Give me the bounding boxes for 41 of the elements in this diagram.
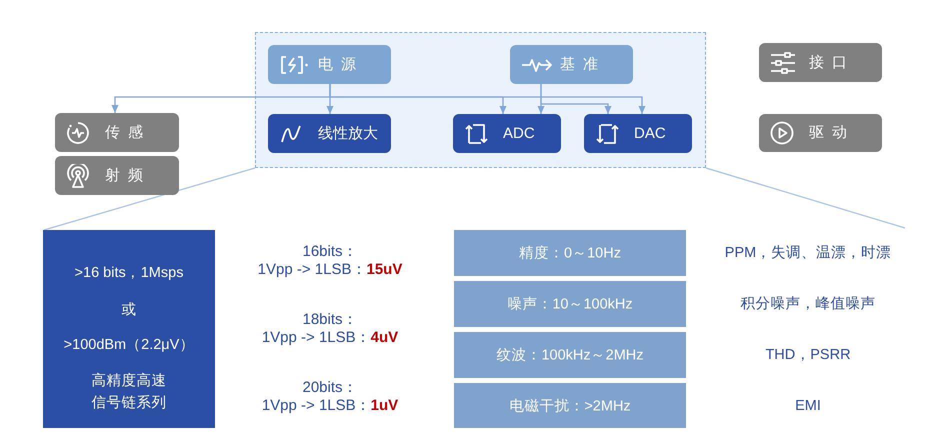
summary-panel (43, 230, 215, 428)
module-box (759, 114, 882, 152)
module-box (453, 114, 561, 153)
metric-text: 积分噪声，峰值噪声 (740, 295, 876, 313)
module-box (268, 114, 391, 153)
spec-text: >16 bits，1Msps (74, 264, 184, 283)
frequency-band-bar (454, 230, 686, 276)
module-label: 基准 (560, 56, 606, 74)
spec-text: >100dBm（2.2μV） (62, 336, 196, 355)
module-label: DAC (634, 124, 666, 142)
module-box (55, 156, 179, 195)
spec-text: 或 (120, 301, 138, 320)
module-box (55, 113, 179, 152)
frequency-band-bar (454, 332, 686, 378)
module-label: 接口 (809, 54, 855, 72)
resolution-note: 16bits： 1Vpp -> 1LSB：15uV (258, 243, 402, 279)
band-label: 纹波：100kHz～2MHz (495, 346, 645, 364)
module-label: ADC (503, 124, 535, 142)
band-label: 噪声：10～100kHz (506, 296, 634, 314)
module-label: 射频 (105, 166, 151, 184)
module-label: 驱动 (809, 124, 855, 142)
metric-text: THD，PSRR (765, 346, 851, 364)
connector-arrow (540, 84, 612, 114)
module-box (584, 114, 692, 153)
resolution-note: 20bits： 1Vpp -> 1LSB：1uV (262, 379, 398, 415)
module-box (268, 45, 391, 84)
dashed-panel (255, 32, 706, 168)
resolution-note: 18bits： 1Vpp -> 1LSB：4uV (262, 311, 398, 347)
metric-text: PPM，失调、温漂，时漂 (724, 244, 892, 262)
band-label: 精度：0～10Hz (518, 244, 622, 262)
spec-text: 高精度高速信号链系列 (90, 372, 168, 413)
module-label: 传感 (105, 124, 151, 142)
module-label: 电源 (318, 56, 364, 74)
frequency-band-bar (454, 281, 686, 327)
band-label: 电磁干扰：>2MHz (508, 397, 632, 415)
module-box (759, 43, 882, 82)
module-box (510, 45, 633, 84)
frequency-band-bar (454, 383, 686, 428)
module-label: 线性放大 (318, 124, 378, 142)
metric-text: EMI (795, 397, 821, 415)
connector-arrow (329, 84, 646, 114)
